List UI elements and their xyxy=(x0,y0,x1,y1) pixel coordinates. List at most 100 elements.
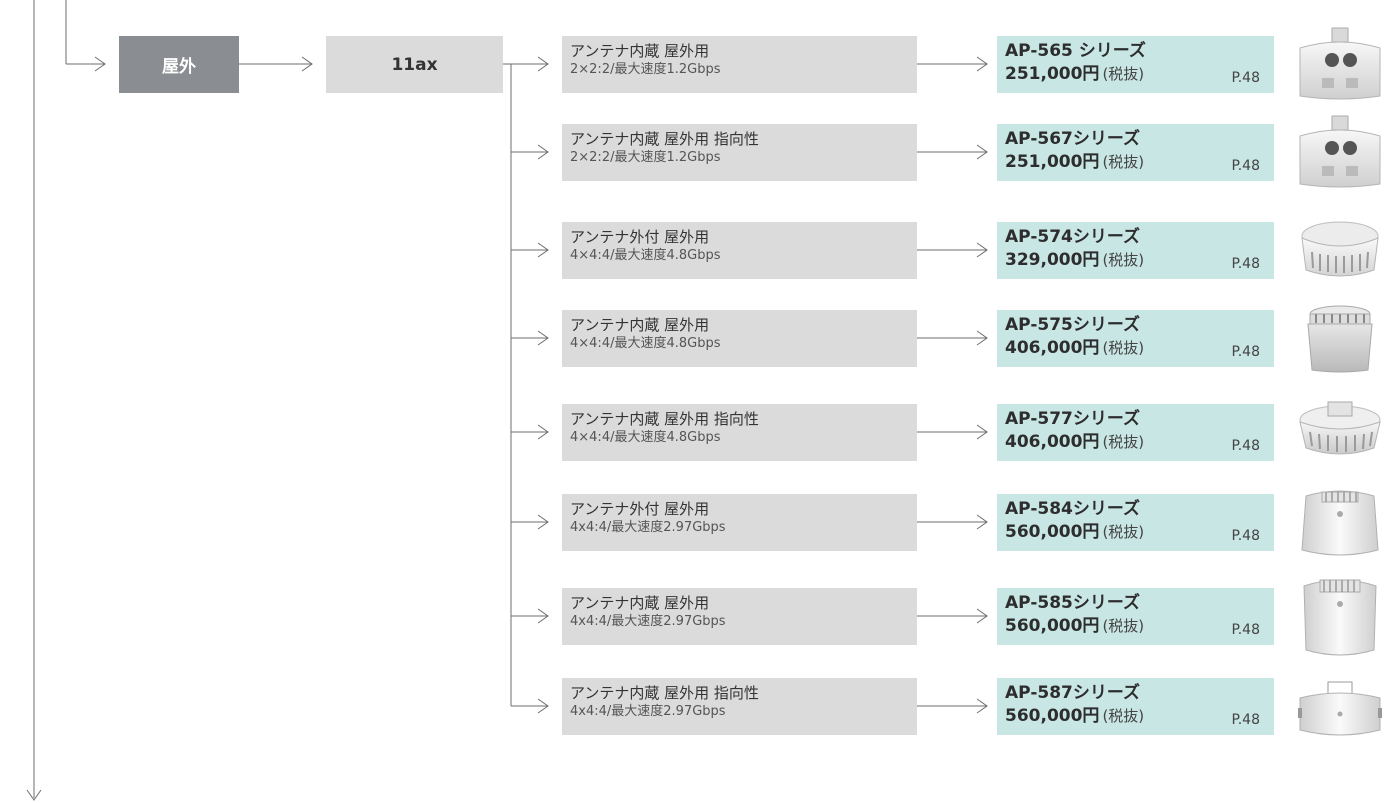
arrow-head xyxy=(976,330,988,346)
price: 560,000円 xyxy=(1005,616,1100,636)
price: 406,000円 xyxy=(1005,338,1100,358)
tax-label: (税抜) xyxy=(1102,617,1145,635)
spec-title: アンテナ内蔵 屋外用 指向性 xyxy=(570,684,759,702)
ap-585-outdoor-icon xyxy=(1292,572,1388,660)
page-reference: P.48 xyxy=(1231,256,1260,272)
spec-box: アンテナ外付 屋外用 4×4:4/最大速度4.8Gbps xyxy=(562,222,917,279)
price: 560,000円 xyxy=(1005,706,1100,726)
spec-subtitle: 4×4:4/最大速度4.8Gbps xyxy=(570,248,721,263)
price: 251,000円 xyxy=(1005,64,1100,84)
tax-label: (税抜) xyxy=(1102,523,1145,541)
spec-box: アンテナ内蔵 屋外用 4×4:4/最大速度4.8Gbps xyxy=(562,310,917,367)
model-name: AP-584シリーズ xyxy=(1005,499,1141,519)
tax-label: (税抜) xyxy=(1102,339,1145,357)
spec-box: アンテナ内蔵 屋外用 指向性 4x4:4/最大速度2.97Gbps xyxy=(562,678,917,735)
page-reference: P.48 xyxy=(1231,438,1260,454)
tax-label: (税抜) xyxy=(1102,251,1145,269)
price-line: 560,000円(税抜) xyxy=(1005,614,1274,638)
tax-label: (税抜) xyxy=(1102,153,1145,171)
page-reference: P.48 xyxy=(1231,712,1260,728)
ap-574-outdoor-icon xyxy=(1292,212,1388,288)
arrow-head xyxy=(537,608,549,624)
page-reference: P.48 xyxy=(1231,344,1260,360)
spec-title: アンテナ内蔵 屋外用 指向性 xyxy=(570,410,759,428)
spec-box: アンテナ内蔵 屋外用 指向性 2×2:2/最大速度1.2Gbps xyxy=(562,124,917,181)
price-line: 560,000円(税抜) xyxy=(1005,704,1274,728)
ap-584-outdoor-icon xyxy=(1292,484,1388,560)
spec-box: アンテナ外付 屋外用 4x4:4/最大速度2.97Gbps xyxy=(562,494,917,551)
arrow-head xyxy=(976,514,988,530)
model-name: AP-567シリーズ xyxy=(1005,129,1141,149)
tax-label: (税抜) xyxy=(1102,707,1145,725)
spec-subtitle: 2×2:2/最大速度1.2Gbps xyxy=(570,150,721,165)
page-reference: P.48 xyxy=(1231,528,1260,544)
standard-box-11ax: 11ax xyxy=(326,36,503,93)
spec-subtitle: 4x4:4/最大速度2.97Gbps xyxy=(570,614,726,629)
model-name: AP-575シリーズ xyxy=(1005,315,1141,335)
spec-title: アンテナ内蔵 屋外用 xyxy=(570,42,710,60)
model-box: AP-577シリーズ 406,000円(税抜) P.48 xyxy=(997,404,1274,461)
spec-title: アンテナ内蔵 屋外用 指向性 xyxy=(570,130,759,148)
price: 560,000円 xyxy=(1005,522,1100,542)
category-box-outdoor: 屋外 xyxy=(119,36,239,93)
model-name: AP-574シリーズ xyxy=(1005,227,1141,247)
spec-box: アンテナ内蔵 屋外用 指向性 4×4:4/最大速度4.8Gbps xyxy=(562,404,917,461)
spec-box: アンテナ内蔵 屋外用 4x4:4/最大速度2.97Gbps xyxy=(562,588,917,645)
spec-title: アンテナ外付 屋外用 xyxy=(570,500,710,518)
model-name: AP-587シリーズ xyxy=(1005,683,1141,703)
model-name: AP-565 シリーズ xyxy=(1005,41,1146,61)
model-box: AP-584シリーズ 560,000円(税抜) P.48 xyxy=(997,494,1274,551)
page-reference: P.48 xyxy=(1231,158,1260,174)
model-name: AP-585シリーズ xyxy=(1005,593,1141,613)
arrow-head xyxy=(976,698,988,714)
price-line: 406,000円(税抜) xyxy=(1005,336,1274,360)
arrow-head xyxy=(537,330,549,346)
price-line: 329,000円(税抜) xyxy=(1005,248,1274,272)
ap-567-outdoor-icon xyxy=(1292,114,1388,190)
arrow-head xyxy=(94,56,106,72)
arrow-head xyxy=(976,424,988,440)
spec-title: アンテナ内蔵 屋外用 xyxy=(570,316,710,334)
trunk-arrow-head xyxy=(26,789,42,801)
price: 251,000円 xyxy=(1005,152,1100,172)
model-box: AP-575シリーズ 406,000円(税抜) P.48 xyxy=(997,310,1274,367)
price: 329,000円 xyxy=(1005,250,1100,270)
model-box: AP-567シリーズ 251,000円(税抜) P.48 xyxy=(997,124,1274,181)
arrow-head xyxy=(537,514,549,530)
model-box: AP-587シリーズ 560,000円(税抜) P.48 xyxy=(997,678,1274,735)
ap-565-outdoor-icon xyxy=(1292,26,1388,102)
spec-subtitle: 2×2:2/最大速度1.2Gbps xyxy=(570,62,721,77)
spec-subtitle: 4×4:4/最大速度4.8Gbps xyxy=(570,336,721,351)
arrow-head xyxy=(976,144,988,160)
model-name: AP-577シリーズ xyxy=(1005,409,1141,429)
price-line: 560,000円(税抜) xyxy=(1005,520,1274,544)
arrow-head xyxy=(537,242,549,258)
page-reference: P.48 xyxy=(1231,70,1260,86)
spec-title: アンテナ内蔵 屋外用 xyxy=(570,594,710,612)
arrow-head xyxy=(976,608,988,624)
arrow-head xyxy=(537,144,549,160)
spec-subtitle: 4x4:4/最大速度2.97Gbps xyxy=(570,520,726,535)
tax-label: (税抜) xyxy=(1102,433,1145,451)
ap-577-outdoor-icon xyxy=(1292,394,1388,470)
price: 406,000円 xyxy=(1005,432,1100,452)
price-line: 251,000円(税抜) xyxy=(1005,150,1274,174)
model-box: AP-585シリーズ 560,000円(税抜) P.48 xyxy=(997,588,1274,645)
arrow-head xyxy=(537,698,549,714)
tax-label: (税抜) xyxy=(1102,65,1145,83)
model-box: AP-565 シリーズ 251,000円(税抜) P.48 xyxy=(997,36,1274,93)
spec-subtitle: 4x4:4/最大速度2.97Gbps xyxy=(570,704,726,719)
price-line: 406,000円(税抜) xyxy=(1005,430,1274,454)
spec-box: アンテナ内蔵 屋外用 2×2:2/最大速度1.2Gbps xyxy=(562,36,917,93)
ap-587-outdoor-icon xyxy=(1292,674,1388,750)
page-reference: P.48 xyxy=(1231,622,1260,638)
price-line: 251,000円(税抜) xyxy=(1005,62,1274,86)
spec-subtitle: 4×4:4/最大速度4.8Gbps xyxy=(570,430,721,445)
arrow-head xyxy=(976,56,988,72)
spec-title: アンテナ外付 屋外用 xyxy=(570,228,710,246)
ap-575-outdoor-icon xyxy=(1292,300,1388,376)
arrow-head xyxy=(537,424,549,440)
arrow-head xyxy=(976,242,988,258)
model-box: AP-574シリーズ 329,000円(税抜) P.48 xyxy=(997,222,1274,279)
